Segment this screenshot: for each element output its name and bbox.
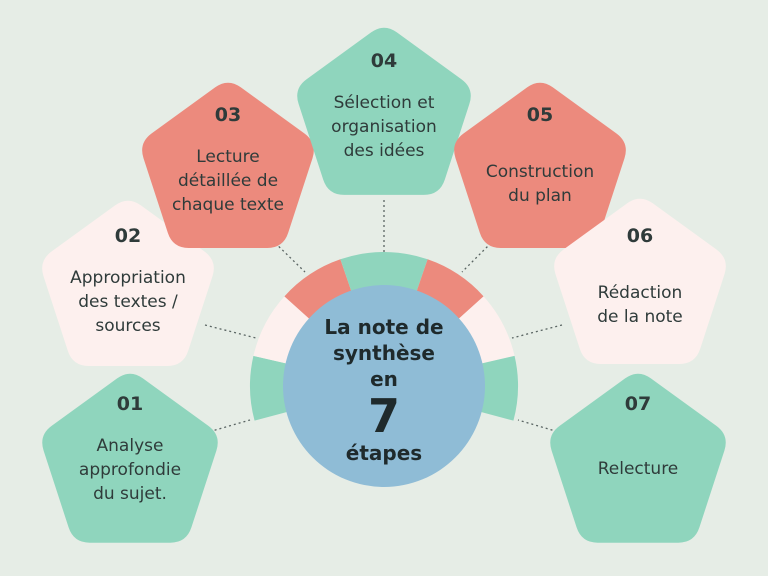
ring-segment-03 [284, 259, 352, 320]
center-hub: La note de synthèse en 7 étapes [283, 285, 485, 487]
center-title-line3: en [370, 367, 398, 391]
ring-segment-04 [340, 252, 428, 292]
center-title-line1: La note de [324, 315, 443, 339]
center-title-line2: synthèse [333, 341, 435, 365]
center-title-line5: étapes [346, 441, 422, 465]
step-text-line: approfondie [79, 460, 181, 480]
step-text-line: sources [95, 316, 160, 336]
step-text-line: de la note [597, 307, 683, 327]
pentagon-shape [42, 200, 214, 366]
step-text-line: chaque texte [172, 195, 284, 215]
step-number: 06 [627, 225, 653, 247]
connector-03 [267, 235, 306, 273]
connector-lines [204, 200, 563, 434]
pentagon-shape [454, 82, 626, 248]
step-number: 02 [115, 225, 141, 247]
step-number: 07 [625, 393, 651, 415]
step-text-line: Construction [486, 162, 594, 182]
center-circle [283, 285, 485, 487]
step-text-line: du sujet. [93, 484, 167, 504]
step-number: 01 [117, 393, 143, 415]
step-text-line: Appropriation [70, 268, 186, 288]
step-text-line: détaillée de [178, 171, 278, 191]
pentagon-shape [550, 373, 726, 543]
step-number: 04 [371, 50, 397, 72]
segmented-ring [249, 252, 518, 421]
center-step-count: 7 [368, 389, 400, 443]
step-text-line: organisation [331, 117, 437, 137]
pentagon-shape [554, 198, 726, 364]
step-text-line: Relecture [598, 459, 679, 479]
ring-segment-02 [253, 296, 310, 364]
step-text-line: Lecture [196, 147, 260, 167]
step-text-line: des textes / [78, 292, 178, 312]
step-text-line: Sélection et [334, 93, 435, 113]
connector-05 [461, 235, 499, 273]
ring-segment-07 [480, 355, 518, 421]
connector-02 [204, 324, 257, 339]
step-text-line: Analyse [97, 436, 164, 456]
step-number: 05 [527, 104, 553, 126]
pentagon-shape [42, 373, 218, 543]
ring-segment-01 [249, 355, 288, 421]
step-text-line: Rédaction [598, 283, 683, 303]
pentagon-shape [142, 82, 314, 248]
step-text-line: des idées [344, 141, 425, 161]
ring-segment-05 [416, 259, 484, 320]
step-number: 03 [215, 104, 241, 126]
pentagon-shape [297, 27, 471, 195]
connector-06 [511, 324, 563, 339]
step-text-line: du plan [508, 186, 572, 206]
ring-segment-06 [458, 296, 515, 364]
